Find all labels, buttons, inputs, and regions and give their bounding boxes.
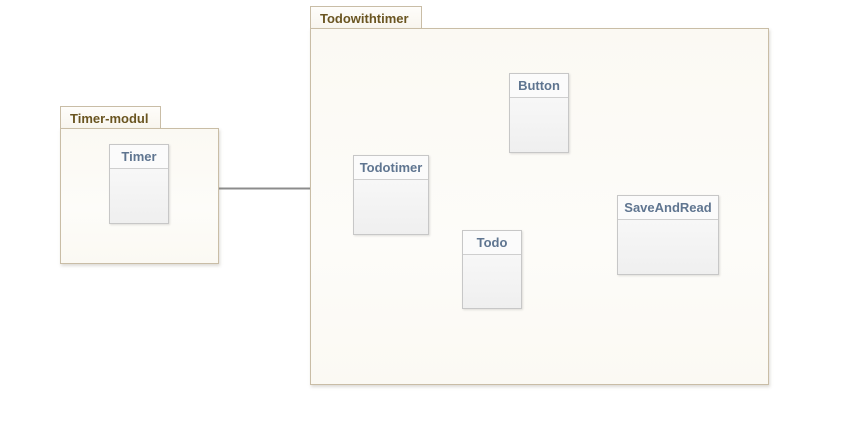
package-label: Todowithtimer (320, 11, 409, 26)
class-todotimer[interactable]: Todotimer (353, 155, 429, 235)
package-label: Timer-modul (70, 111, 149, 126)
class-title: Timer (110, 145, 168, 169)
class-title: Todo (463, 231, 521, 255)
class-title: SaveAndRead (618, 196, 718, 220)
class-todo[interactable]: Todo (462, 230, 522, 309)
class-title: Button (510, 74, 568, 98)
package-tab-timer-modul[interactable]: Timer-modul (60, 106, 161, 129)
class-saveandread[interactable]: SaveAndRead (617, 195, 719, 275)
class-timer[interactable]: Timer (109, 144, 169, 224)
class-title: Todotimer (354, 156, 428, 180)
package-tab-todowithtimer[interactable]: Todowithtimer (310, 6, 422, 29)
class-button[interactable]: Button (509, 73, 569, 153)
